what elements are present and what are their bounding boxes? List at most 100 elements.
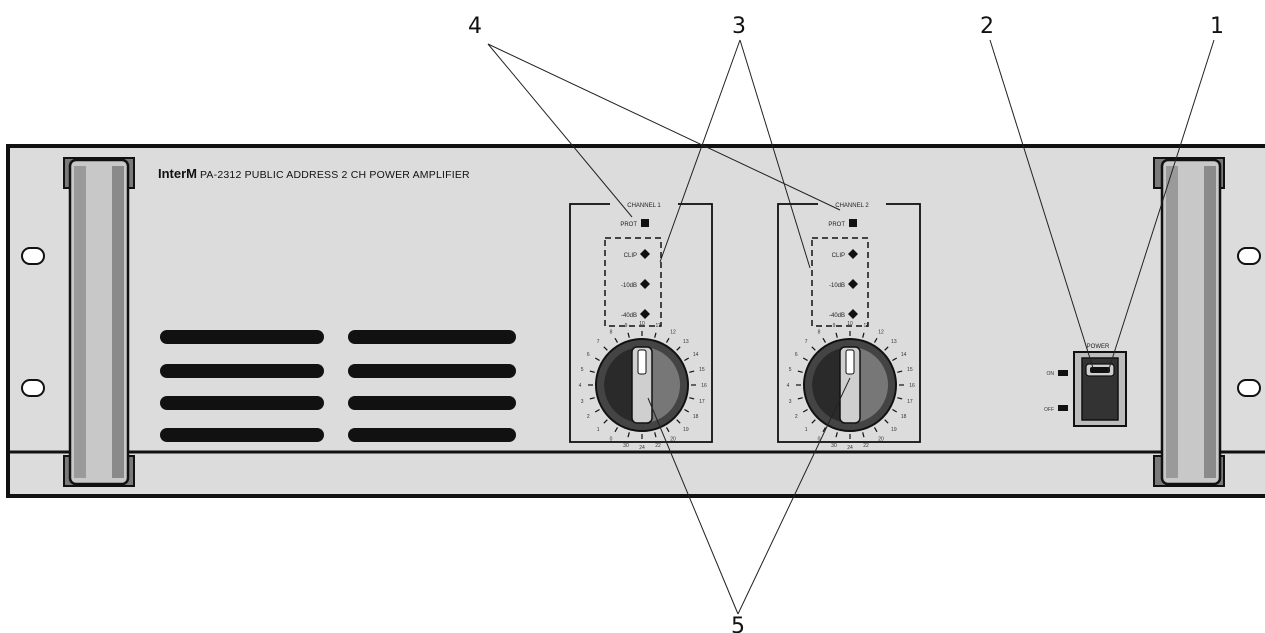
- power-on-tick: [1058, 370, 1068, 376]
- channel-1-prot-led: [641, 219, 649, 227]
- knob-scale-tick: [835, 332, 838, 338]
- power-on-label: ON: [1047, 371, 1055, 377]
- knob-scale-tick: [884, 346, 889, 351]
- vent-slot: [348, 428, 516, 442]
- knob-scale-label: 9: [833, 323, 836, 329]
- knob-scale-tick: [892, 357, 898, 362]
- vent-slot: [160, 428, 324, 442]
- knob-scale-tick: [811, 346, 816, 351]
- knob-scale-label: 8: [610, 329, 613, 335]
- leader-4a: [487, 43, 633, 218]
- knob-scale-tick: [689, 397, 695, 400]
- handle-left: [63, 157, 135, 487]
- knob-scale-label: 10: [639, 321, 645, 327]
- channel-2-40db-label: -40dB: [829, 313, 845, 319]
- knob-scale-tick: [892, 408, 898, 413]
- knob-scale-tick: [873, 337, 878, 343]
- mount-hole-right-top: [1237, 247, 1261, 265]
- leader-4b: [487, 43, 841, 211]
- knob-scale-label: 3: [789, 399, 792, 405]
- knob-scale-label: 11: [655, 323, 660, 329]
- vent-grille: [160, 330, 516, 442]
- channel-1-label: CHANNEL 1: [627, 203, 661, 209]
- knob-scale-tick: [802, 357, 808, 362]
- power-switch[interactable]: [1073, 351, 1127, 427]
- knob-scale-tick: [822, 337, 827, 343]
- knob-scale-label: 2: [587, 414, 590, 420]
- knob-scale-label: 16: [701, 383, 707, 389]
- callout-1: 1: [1210, 14, 1224, 39]
- knob-scale-label: 30: [623, 443, 629, 449]
- channel-2-label: CHANNEL 2: [835, 203, 869, 209]
- knob-scale-label: 15: [907, 367, 913, 373]
- channel-2-meter-box: [811, 237, 869, 327]
- knob-scale-label: 8: [818, 329, 821, 335]
- knob-scale-tick: [627, 432, 630, 438]
- knob-scale-tick: [654, 432, 657, 438]
- power-off-label: OFF: [1044, 407, 1054, 413]
- leader-5a: [647, 397, 739, 615]
- leader-3a: [659, 39, 741, 263]
- vent-slot: [160, 364, 324, 378]
- knob-scale-tick: [603, 346, 608, 351]
- knob-scale-tick: [822, 427, 827, 433]
- knob-scale-label: 19: [683, 427, 689, 433]
- callout-4: 4: [468, 14, 482, 39]
- knob-scale-label: 12: [670, 329, 676, 335]
- knob-scale-tick: [627, 332, 630, 338]
- channel-2-prot-label: PROT: [828, 222, 845, 228]
- knob-scale-tick: [684, 408, 690, 413]
- knob-scale-tick: [797, 370, 803, 373]
- knob-scale-label: 6: [795, 352, 798, 358]
- knob-scale-tick: [665, 337, 670, 343]
- callout-5: 5: [731, 614, 745, 633]
- knob-scale-label: 4: [579, 383, 582, 389]
- knob-scale-label: 24: [847, 445, 853, 451]
- knob-scale-tick: [897, 370, 903, 373]
- knob-scale-tick: [811, 419, 816, 424]
- brand-logo: InterM: [158, 166, 197, 181]
- channel-1-10db-led: [640, 279, 650, 289]
- knob-scale-tick: [684, 357, 690, 362]
- channel-1-clip-label: CLIP: [624, 253, 637, 259]
- vent-slot: [160, 396, 324, 410]
- vent-slot: [348, 330, 516, 344]
- channel-2-clip-label: CLIP: [832, 253, 845, 259]
- knob-scale-tick: [614, 427, 619, 433]
- knob-scale-tick: [873, 427, 878, 433]
- knob-scale-label: 10: [847, 321, 853, 327]
- channel-1-40db-led: [640, 309, 650, 319]
- knob-scale-label: 1: [597, 427, 600, 433]
- channel-2-volume-knob[interactable]: [803, 338, 897, 432]
- knob-scale-tick: [603, 419, 608, 424]
- knob-scale-label: 6: [587, 352, 590, 358]
- knob-scale-label: 22: [655, 443, 661, 449]
- channel-1-volume-knob[interactable]: [595, 338, 689, 432]
- knob-scale-label: 9: [625, 323, 628, 329]
- knob-scale-tick: [676, 346, 681, 351]
- knob-scale-label: 13: [891, 339, 897, 345]
- callout-3: 3: [732, 14, 746, 39]
- mount-hole-left-bottom: [21, 379, 45, 397]
- knob-scale-label: 2: [795, 414, 798, 420]
- channel-2-prot-led: [849, 219, 857, 227]
- knob-scale-label: 24: [639, 445, 645, 451]
- knob-scale-label: 3: [581, 399, 584, 405]
- handle-right: [1153, 157, 1225, 487]
- knob-scale-label: 20: [878, 437, 884, 443]
- knob-scale-tick: [862, 332, 865, 338]
- knob-scale-tick: [884, 419, 889, 424]
- leader-5b: [737, 377, 851, 615]
- knob-scale-label: 18: [693, 414, 699, 420]
- knob-scale-label: 30: [831, 443, 837, 449]
- vent-slot: [348, 396, 516, 410]
- knob-scale-label: 15: [699, 367, 705, 373]
- callout-leaders: [487, 39, 1215, 615]
- channel-1-40db-label: -40dB: [621, 313, 637, 319]
- knob-scale-label: 20: [670, 437, 676, 443]
- power-off-tick: [1058, 405, 1068, 411]
